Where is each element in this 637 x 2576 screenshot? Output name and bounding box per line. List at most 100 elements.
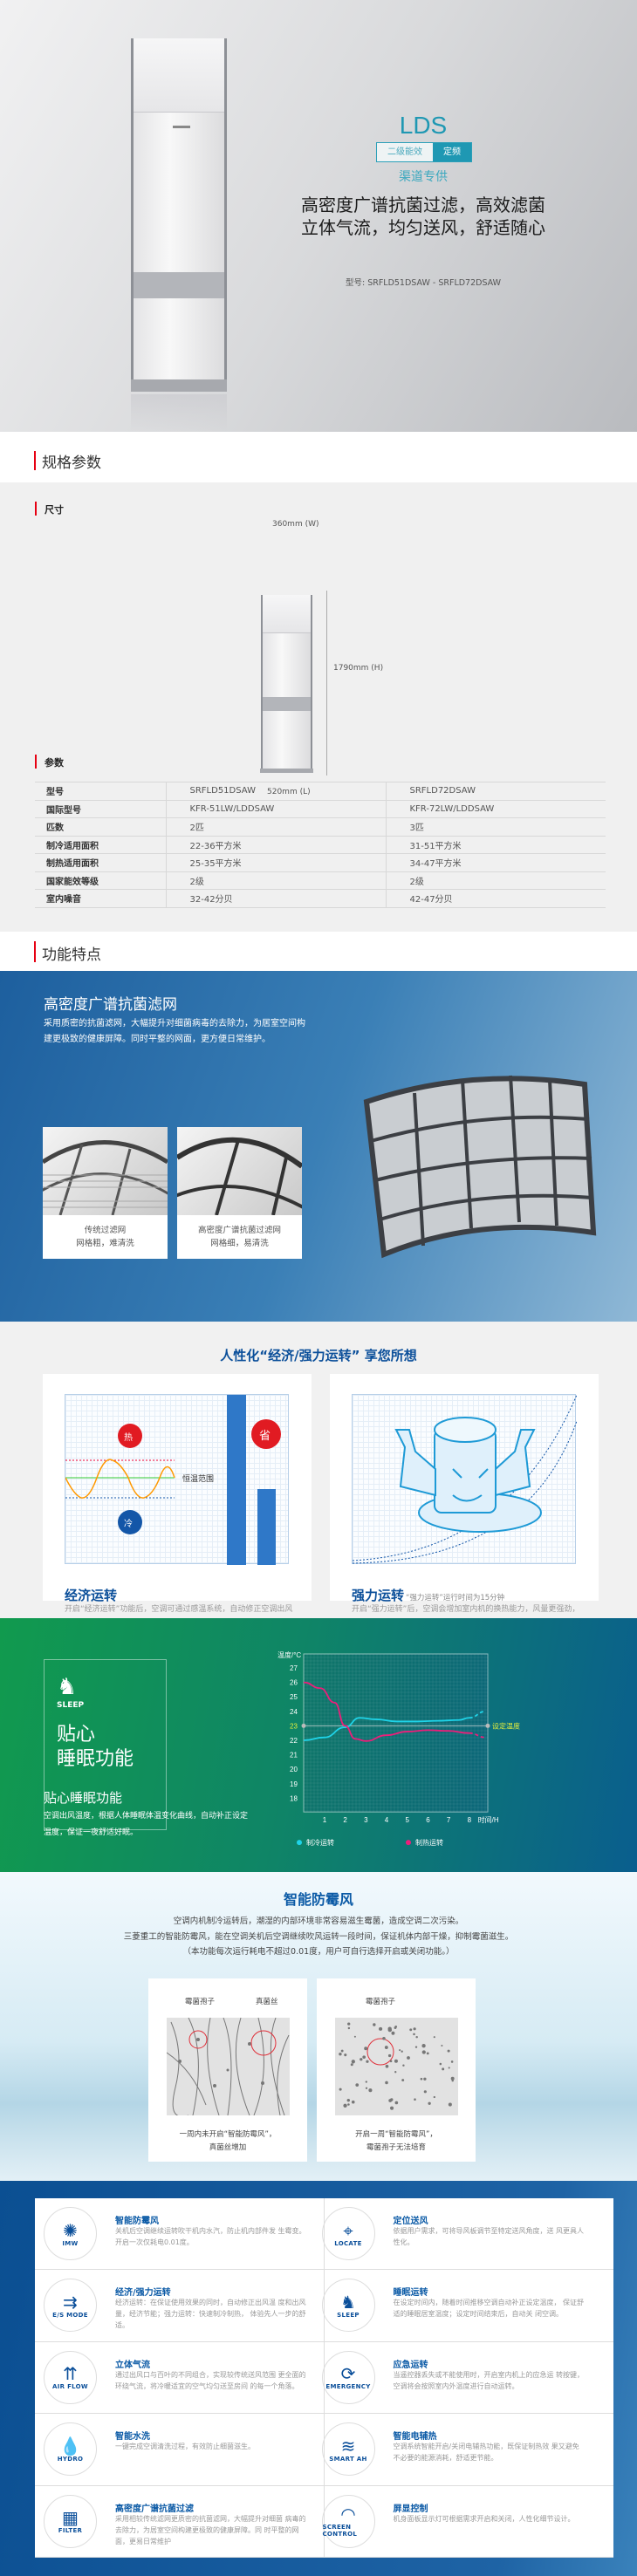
x-tick-label: 2 bbox=[343, 1816, 347, 1824]
red-accent-bar bbox=[34, 941, 36, 962]
red-accent-bar bbox=[35, 502, 37, 516]
spore-dot bbox=[373, 2023, 376, 2026]
y-axis-label: 温度/°C bbox=[277, 1650, 301, 1659]
item-title: 智能防霉风 bbox=[115, 2217, 159, 2226]
power-mode-card: 强力运转“强力运转”运行时间为15分钟 开启“强力运转”后，空调会增加室内机的换… bbox=[330, 1374, 599, 1614]
emergency-icon: ⟳EMERGENCY bbox=[321, 2350, 375, 2404]
feature-list-item: ≋SMART AH 智能电辅热 空调系统智能开启/关闭电辅热功能，既保证制热效 … bbox=[321, 2414, 613, 2486]
spore-dot bbox=[346, 2098, 350, 2102]
row-label: 制冷适用面积 bbox=[35, 835, 166, 854]
icon-label: AIR FLOW bbox=[52, 2383, 88, 2391]
series-name: LDS bbox=[399, 112, 448, 139]
icon-glyph: ⟳ bbox=[340, 2363, 356, 2385]
item-desc: 采用相较传统滤网更质密的抗菌滤网，大幅提升对细菌 病毒的去除力，为居室空间构建更… bbox=[115, 2514, 306, 2545]
item-desc: 通过出风口与百叶的不同组合，实现较传统送风范围 更全面的环绕气流，将冷暖适宜的空… bbox=[115, 2370, 306, 2390]
cell-value: 3匹 bbox=[385, 817, 606, 837]
spore-dot bbox=[389, 2060, 393, 2063]
feature-list-section: ✺IMW 智能防霉风 关机后空调继续运转吹干机内水汽，防止机内部件发 生霉变。开… bbox=[0, 2181, 637, 2576]
row-label: 制热适用面积 bbox=[35, 853, 166, 872]
icon-glyph: ⇉ bbox=[63, 2291, 78, 2313]
spore-dot bbox=[428, 2101, 431, 2105]
filter-icon: ▦FILTER bbox=[44, 2494, 97, 2548]
y-tick-label: 24 bbox=[290, 1708, 298, 1716]
caption-line: 网格细，易清洗 bbox=[210, 1239, 269, 1248]
row-label: 型号 bbox=[35, 782, 166, 801]
cell-value: SRFLD51DSAW bbox=[165, 782, 386, 801]
series-projection-0 bbox=[469, 1710, 486, 1719]
card-title: 经济运转 bbox=[65, 1588, 118, 1603]
icon-glyph: ≋ bbox=[340, 2435, 356, 2456]
smart-ah-icon: ≋SMART AH bbox=[321, 2422, 375, 2477]
y-tick-label: 23 bbox=[290, 1722, 298, 1730]
spore-dot bbox=[366, 2060, 369, 2063]
spore-dot bbox=[401, 2079, 405, 2082]
spore-dot bbox=[414, 2046, 418, 2048]
item-title: 经济/强力运转 bbox=[115, 2288, 171, 2299]
spore-dot bbox=[347, 2026, 351, 2030]
spore-dot bbox=[389, 2106, 394, 2110]
card-desc: 开启“经济运转”功能后，空调可通过感温系统，自动修正空调出风温度和风量，进行省电… bbox=[65, 1605, 293, 1614]
box-title-line: 贴心 bbox=[57, 1724, 96, 1746]
spore-dot bbox=[414, 2098, 416, 2101]
series-projection-1 bbox=[469, 1732, 486, 1739]
icon-glyph: ⇈ bbox=[63, 2363, 78, 2385]
spore-dot bbox=[353, 2035, 356, 2038]
desc-line: 空调内机制冷运转后，潮湿的内部环境非常容易滋生霉菌，造成空调二次污染。 bbox=[173, 1917, 464, 1926]
spore-dot bbox=[351, 2100, 355, 2104]
cell-value: 34-47平方米 bbox=[385, 853, 606, 872]
feature-list-item: ⟳EMERGENCY 应急运转 当遥控器丢失或不能使用时，开启室内机上的应急运 … bbox=[321, 2342, 613, 2415]
icon-label: HYDRO bbox=[57, 2455, 84, 2463]
spore-dot bbox=[442, 2067, 445, 2071]
caption-line: 开启一周“智能防霉风”， bbox=[355, 2130, 437, 2139]
cell-value: KFR-51LW/LDDSAW bbox=[165, 799, 386, 818]
sleep-title: 贴心睡眠功能 bbox=[44, 1790, 123, 1806]
dimension-product-image bbox=[260, 595, 313, 773]
mold-desc: 空调内机制冷运转后，潮湿的内部环境非常容易滋生霉菌，造成空调二次污染。 三菱重工… bbox=[0, 1914, 637, 1960]
air-conditioner-image bbox=[131, 38, 227, 392]
spore-dot bbox=[433, 2095, 436, 2099]
item-title: 立体气流 bbox=[115, 2360, 150, 2370]
spores-image bbox=[335, 2018, 458, 2115]
item-desc: 空调系统智能开启/关闭电辅热功能，既保证制热效 果又避免不必要的能源消耗，舒适更… bbox=[393, 2443, 579, 2463]
spore-dot bbox=[450, 2076, 455, 2081]
imw-icon: ✺IMW bbox=[44, 2207, 97, 2260]
row-label: 国家能效等级 bbox=[35, 871, 166, 890]
y-tick-label: 20 bbox=[290, 1766, 298, 1773]
spore-dot bbox=[384, 2046, 388, 2049]
spore-label: 霉菌孢子 bbox=[366, 1998, 396, 2006]
x-tick-label: 3 bbox=[364, 1816, 368, 1824]
range-label: 恒温范围 bbox=[182, 1475, 215, 1484]
y-tick-label: 27 bbox=[290, 1664, 298, 1672]
height-dimension-line bbox=[326, 591, 327, 776]
cell-value: 2匹 bbox=[165, 817, 386, 837]
icon-glyph: 💧 bbox=[59, 2435, 81, 2456]
cell-value: 2级 bbox=[165, 871, 386, 890]
feature-list-item: 💧HYDRO 智能水洗 一键完成空调清洗过程，有效防止细菌滋生。 bbox=[35, 2414, 325, 2486]
sleep-feature: ♞ SLEEP 贴心 睡眠功能 贴心睡眠功能 空调出风温度，根据人体睡眠体温变化… bbox=[0, 1618, 637, 1872]
icon-label: E/S MODE bbox=[52, 2311, 88, 2319]
spore-dot bbox=[364, 2046, 368, 2051]
x-tick-label: 7 bbox=[447, 1816, 451, 1824]
spore-dot bbox=[362, 2055, 366, 2059]
icon-label: IMW bbox=[62, 2239, 79, 2247]
spore-dot bbox=[450, 2060, 454, 2063]
spore-dot bbox=[394, 2071, 397, 2074]
spec-badges: 二级能效 定频 bbox=[376, 142, 472, 162]
feature-list-item: ⇈AIR FLOW 立体气流 通过出风口与百叶的不同组合，实现较传统送风范围 更… bbox=[35, 2341, 325, 2415]
icon-label: SMART AH bbox=[329, 2455, 367, 2463]
item-desc: 依据用户需求，可将导风板调节至特定送风角度，送 风更具人性化。 bbox=[393, 2227, 585, 2246]
desc-line: （本功能每次运行耗电不超过0.01度，用户可自行选择开启或关闭功能。） bbox=[182, 1947, 455, 1957]
traditional-filter-image bbox=[43, 1127, 168, 1215]
icon-glyph: ◠ bbox=[340, 2504, 356, 2525]
item-desc: 在设定时间内，随着时间推移空调自动补正设定温度， 保证舒适的睡眠居室温度；设定时… bbox=[393, 2299, 585, 2319]
features-section-header: 功能特点 bbox=[0, 932, 637, 971]
card-title: 强力运转“强力运转”运行时间为15分钟 bbox=[352, 1586, 504, 1604]
box-title-line: 睡眠功能 bbox=[57, 1748, 134, 1770]
spore-dot bbox=[423, 2090, 427, 2094]
set-temp-marker bbox=[301, 1723, 306, 1728]
spore-dot bbox=[385, 2064, 389, 2068]
